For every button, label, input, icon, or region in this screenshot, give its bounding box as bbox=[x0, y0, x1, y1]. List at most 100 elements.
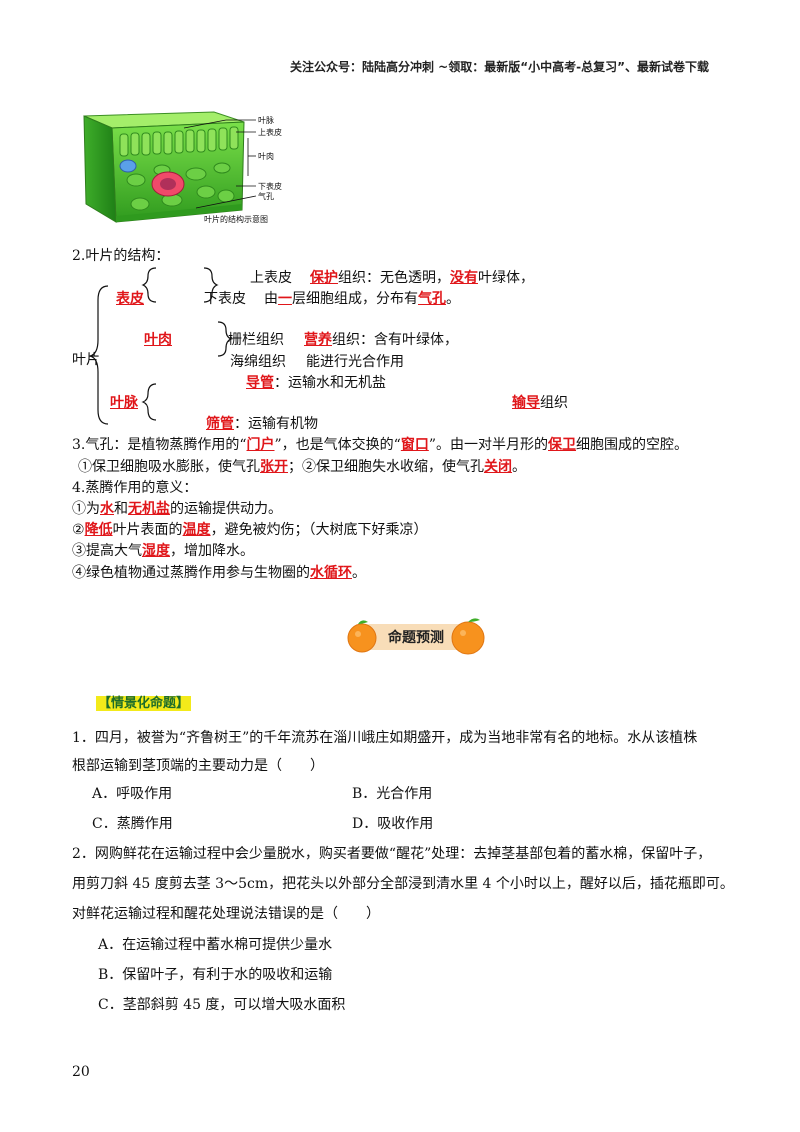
figure-caption: 叶片的结构示意图 bbox=[204, 215, 268, 224]
answer-stoma: 气孔 bbox=[418, 291, 446, 307]
answer-water-cycle: 水循环 bbox=[310, 565, 352, 581]
spongy-line: 海绵组织 能进行光合作用 bbox=[230, 352, 404, 372]
figure-label-stoma: 气孔 bbox=[258, 192, 274, 201]
upper-epidermis-line: 上表皮 保护组织：无色透明，没有叶绿体， bbox=[250, 268, 534, 288]
mesophyll-label: 叶肉 bbox=[144, 332, 172, 348]
q1-option-b[interactable]: B．光合作用 bbox=[352, 786, 433, 802]
q1-option-c[interactable]: C．蒸腾作用 bbox=[92, 816, 173, 832]
q2-line-1: 2．网购鲜花在运输过程中会少量脱水，购买者要做“醒花”处理：去掉茎基部包着的蓄水… bbox=[72, 846, 712, 862]
vein-label: 叶脉 bbox=[110, 395, 138, 411]
leaf-structure-figure: 叶脉 上表皮 叶肉 下表皮 气孔 叶片的结构示意图 bbox=[76, 108, 288, 230]
stomata-text-g: 。 bbox=[512, 459, 526, 475]
situational-label-wrap: 【情景化命题】 bbox=[96, 692, 192, 711]
answer-none: 没有 bbox=[450, 270, 478, 286]
mesophyll-label-wrap: 叶肉 bbox=[144, 330, 172, 350]
answer-guard: 保卫 bbox=[548, 437, 577, 453]
spongy-desc: 能进行光合作用 bbox=[306, 354, 404, 370]
upper-epidermis-name: 上表皮 bbox=[250, 270, 292, 286]
t3-b: ，增加降水。 bbox=[170, 543, 254, 559]
lower-epidermis-line: 下表皮 由一层细胞组成，分布有气孔。 bbox=[204, 289, 460, 309]
t1-a: ①为 bbox=[72, 501, 100, 517]
stomata-text-e: ①保卫细胞吸水膨胀，使气孔 bbox=[78, 459, 260, 475]
situational-label: 【情景化命题】 bbox=[96, 696, 192, 711]
lower-epidermis-desc: 层细胞组成，分布有 bbox=[292, 291, 418, 307]
vessel-desc: ：运输水和无机盐 bbox=[274, 375, 386, 391]
q1-option-a[interactable]: A．呼吸作用 bbox=[92, 786, 173, 802]
prediction-badge: 命题预测 bbox=[344, 612, 486, 660]
q2-option-b[interactable]: B．保留叶子，有利于水的吸收和运输 bbox=[98, 967, 333, 983]
t1-b: 和 bbox=[114, 501, 128, 517]
badge-text: 命题预测 bbox=[388, 630, 444, 646]
answer-one-layer: 一 bbox=[278, 291, 292, 307]
sieve-line: 筛管：运输有机物 bbox=[206, 414, 318, 434]
q2-option-a[interactable]: A．在运输过程中蓄水棉可提供少量水 bbox=[98, 937, 333, 953]
stomata-text-a: 3.气孔：是植物蒸腾作用的“ bbox=[72, 437, 247, 453]
upper-epidermis-desc-end: 叶绿体， bbox=[478, 270, 534, 286]
answer-humidity: 湿度 bbox=[142, 543, 170, 559]
upper-epidermis-desc: 组织：无色透明， bbox=[338, 270, 450, 286]
stomata-text-d: 细胞围成的空腔。 bbox=[576, 437, 689, 453]
transpiration-item-2: ②降低叶片表面的温度，避免被灼伤；（大树底下好乘凉） bbox=[72, 520, 428, 540]
t4-b: 。 bbox=[352, 565, 366, 581]
stomata-text-c: ”。由一对半月形的 bbox=[428, 437, 549, 453]
vessel-line: 导管：运输水和无机盐 bbox=[246, 373, 386, 393]
lower-epidermis-end: 。 bbox=[446, 291, 460, 307]
stomata-line-1: 3.气孔：是植物蒸腾作用的“门户”，也是气体交换的“窗口”。由一对半月形的保卫细… bbox=[72, 435, 688, 455]
answer-nutritive: 营养 bbox=[304, 332, 332, 348]
t2-a: ② bbox=[72, 522, 85, 538]
answer-temperature: 温度 bbox=[182, 522, 211, 538]
vein-label-wrap: 叶脉 bbox=[110, 393, 138, 413]
answer-window: 窗口 bbox=[400, 437, 429, 453]
answer-lower: 降低 bbox=[84, 522, 113, 538]
stomata-text-b: ”，也是气体交换的“ bbox=[274, 437, 401, 453]
structure-braces bbox=[89, 267, 233, 425]
answer-protective: 保护 bbox=[310, 270, 338, 286]
palisade-name: 栅栏组织 bbox=[228, 332, 284, 348]
t2-c: ，避免被灼伤；（大树底下好乘凉） bbox=[210, 522, 428, 538]
leaf-cross-section-illustration bbox=[83, 111, 257, 223]
transpiration-item-4: ④绿色植物通过蒸腾作用参与生物圈的水循环。 bbox=[72, 563, 366, 583]
spongy-name: 海绵组织 bbox=[230, 354, 286, 370]
transpiration-heading: 4.蒸腾作用的意义： bbox=[72, 480, 198, 496]
t1-c: 的运输提供动力。 bbox=[170, 501, 282, 517]
figure-label-lower-epidermis: 下表皮 bbox=[258, 182, 282, 191]
conducting-tissue-line: 输导组织 bbox=[512, 393, 568, 413]
answer-gateway: 门户 bbox=[246, 437, 275, 453]
t4-a: ④绿色植物通过蒸腾作用参与生物圈的 bbox=[72, 565, 310, 581]
epidermis-label: 表皮 bbox=[116, 291, 144, 307]
figure-label-upper-epidermis: 上表皮 bbox=[258, 128, 282, 137]
q2-line-3: 对鲜花运输过程和醒花处理说法错误的是（ ） bbox=[72, 906, 380, 922]
orange-badge-graphic bbox=[347, 618, 485, 655]
q1-line-2: 根部运输到茎顶端的主要动力是（ ） bbox=[72, 758, 324, 774]
q2-line-2: 用剪刀斜 45 度剪去茎 3～5cm，把花头以外部分全部浸到清水里 4 个小时以… bbox=[72, 876, 734, 892]
lower-epidermis-pre: 由 bbox=[264, 291, 278, 307]
sieve-desc: ：运输有机物 bbox=[234, 416, 318, 432]
answer-water: 水 bbox=[100, 501, 114, 517]
figure-label-vein: 叶脉 bbox=[258, 116, 274, 125]
answer-vessel: 导管 bbox=[246, 375, 274, 391]
page-number: 20 bbox=[72, 1064, 90, 1080]
conducting-tissue-desc: 组织 bbox=[540, 395, 568, 411]
leaf-root-label: 叶片 bbox=[72, 352, 100, 368]
transpiration-item-1: ①为水和无机盐的运输提供动力。 bbox=[72, 499, 282, 519]
transpiration-item-3: ③提高大气湿度，增加降水。 bbox=[72, 541, 254, 561]
answer-conducting: 输导 bbox=[512, 395, 540, 411]
structure-heading: 2.叶片的结构： bbox=[72, 248, 170, 264]
q1-line-1: 1．四月，被誉为“齐鲁树王”的千年流苏在淄川峨庄如期盛开，成为当地非常有名的地标… bbox=[72, 730, 698, 746]
t3-a: ③提高大气 bbox=[72, 543, 142, 559]
answer-close: 关闭 bbox=[484, 459, 512, 475]
answer-open: 张开 bbox=[260, 459, 288, 475]
palisade-line: 栅栏组织 营养组织：含有叶绿体， bbox=[228, 330, 458, 350]
answer-inorganic-salts: 无机盐 bbox=[128, 501, 170, 517]
page-header: 关注公众号：陆陆高分冲刺 ~领取：最新版“小中高考-总复习”、最新试卷下载 bbox=[290, 60, 709, 74]
q2-option-c[interactable]: C．茎部斜剪 45 度，可以增大吸水面积 bbox=[98, 997, 346, 1013]
lower-epidermis-name: 下表皮 bbox=[204, 291, 246, 307]
epidermis-label-wrap: 表皮 bbox=[116, 289, 144, 309]
answer-sieve-tube: 筛管 bbox=[206, 416, 234, 432]
t2-b: 叶片表面的 bbox=[112, 522, 183, 538]
figure-label-mesophyll: 叶肉 bbox=[258, 152, 274, 161]
stomata-text-f: ；②保卫细胞失水收缩，使气孔 bbox=[288, 459, 484, 475]
q1-option-d[interactable]: D．吸收作用 bbox=[352, 816, 434, 832]
palisade-desc: 组织：含有叶绿体， bbox=[332, 332, 458, 348]
stomata-line-2: ①保卫细胞吸水膨胀，使气孔张开；②保卫细胞失水收缩，使气孔关闭。 bbox=[78, 457, 526, 477]
